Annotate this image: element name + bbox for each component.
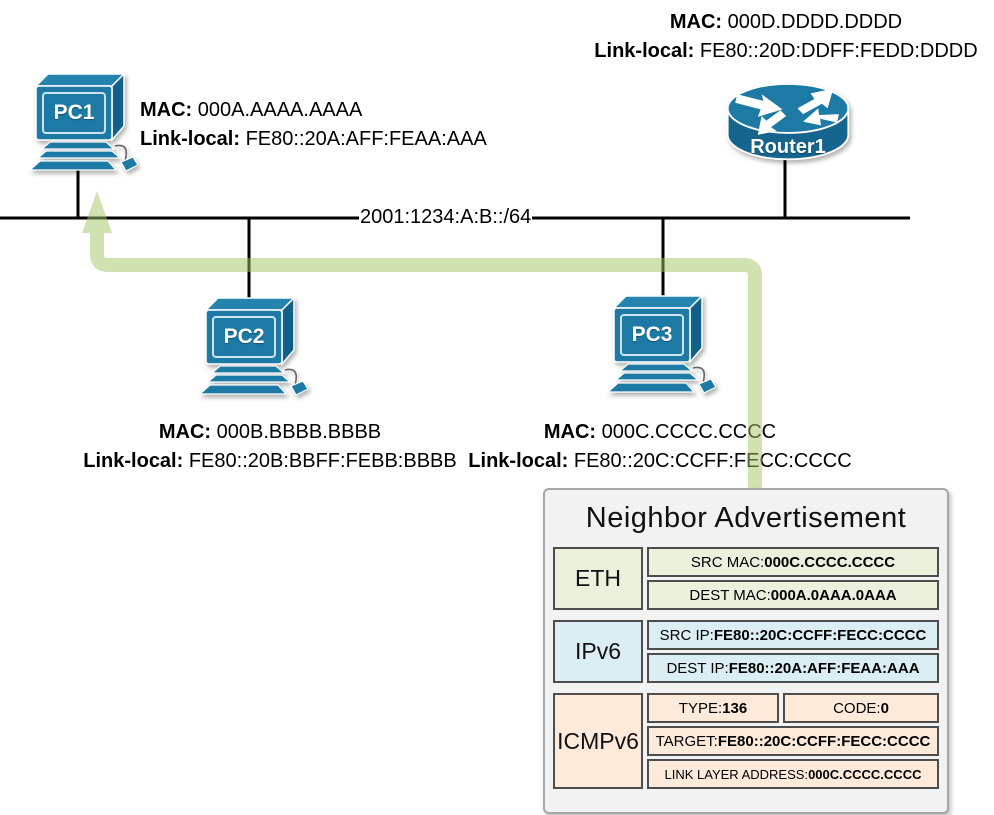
icmpv6-code-cell: CODE: 0 <box>783 693 939 723</box>
icmpv6-layer-cell: ICMPv6 <box>553 693 643 789</box>
packet-card: Neighbor Advertisement ETH SRC MAC: 000C… <box>543 488 949 814</box>
eth-src-mac-row: SRC MAC: 000C.CCCC.CCCC <box>647 547 939 577</box>
ipv6-src-ip-row: SRC IP: FE80::20C:CCFF:FECC:CCCC <box>647 620 939 650</box>
subnet-label: 2001:1234:A:B::/64 <box>359 206 533 229</box>
eth-dest-mac-row: DEST MAC: 000A.0AAA.0AAA <box>647 580 939 610</box>
pc2-addresses: MAC: 000B.BBBB.BBBB Link-local: FE80::20… <box>60 418 480 476</box>
device-label-pc2: PC2 <box>223 325 265 348</box>
eth-section: ETH SRC MAC: 000C.CCCC.CCCC DEST MAC: 00… <box>553 547 939 610</box>
pc3-addresses: MAC: 000C.CCCC.CCCC Link-local: FE80::20… <box>455 418 865 476</box>
router1-mac-line: MAC: 000D.DDDD.DDDD <box>669 11 903 33</box>
icmpv6-link-layer-row: LINK LAYER ADDRESS: 000C.CCCC.CCCC <box>647 759 939 789</box>
pc2-linklocal-line: Link-local: FE80::20B:BBFF:FEBB:BBBB <box>83 450 457 472</box>
pc3-mac-line: MAC: 000C.CCCC.CCCC <box>543 421 777 443</box>
icmpv6-section: ICMPv6 TYPE:136 CODE: 0 TARGET: FE80::20… <box>553 693 939 789</box>
eth-layer-cell: ETH <box>553 547 643 610</box>
device-label-pc1: PC1 <box>53 101 95 124</box>
device-label-router1: Router1 <box>750 136 826 158</box>
device-router1: Router1 <box>722 80 854 168</box>
icmpv6-target-row: TARGET: FE80::20C:CCFF:FECC:CCCC <box>647 726 939 756</box>
pc1-addresses: MAC: 000A.AAAA.AAAA Link-local: FE80::20… <box>140 96 487 154</box>
ipv6-dest-ip-row: DEST IP: FE80::20A:AFF:FEAA:AAA <box>647 653 939 683</box>
pc1-linklocal-line: Link-local: FE80::20A:AFF:FEAA:AAA <box>140 128 487 150</box>
device-label-pc3: PC3 <box>631 323 673 346</box>
router1-linklocal-line: Link-local: FE80::20D:DDFF:FEDD:DDDD <box>594 40 978 62</box>
device-pc1: PC1 <box>28 70 138 178</box>
pc2-mac-line: MAC: 000B.BBBB.BBBB <box>158 421 382 443</box>
pc3-linklocal-line: Link-local: FE80::20C:CCFF:FECC:CCCC <box>468 450 852 472</box>
device-pc3: PC3 <box>606 292 716 400</box>
ipv6-section: IPv6 SRC IP: FE80::20C:CCFF:FECC:CCCC DE… <box>553 620 939 683</box>
router1-addresses: MAC: 000D.DDDD.DDDD Link-local: FE80::20… <box>582 8 990 66</box>
icmpv6-type-cell: TYPE:136 <box>647 693 779 723</box>
pc1-mac-line: MAC: 000A.AAAA.AAAA <box>140 99 363 121</box>
device-pc2: PC2 <box>198 294 308 402</box>
ipv6-layer-cell: IPv6 <box>553 620 643 683</box>
packet-title: Neighbor Advertisement <box>585 502 907 534</box>
